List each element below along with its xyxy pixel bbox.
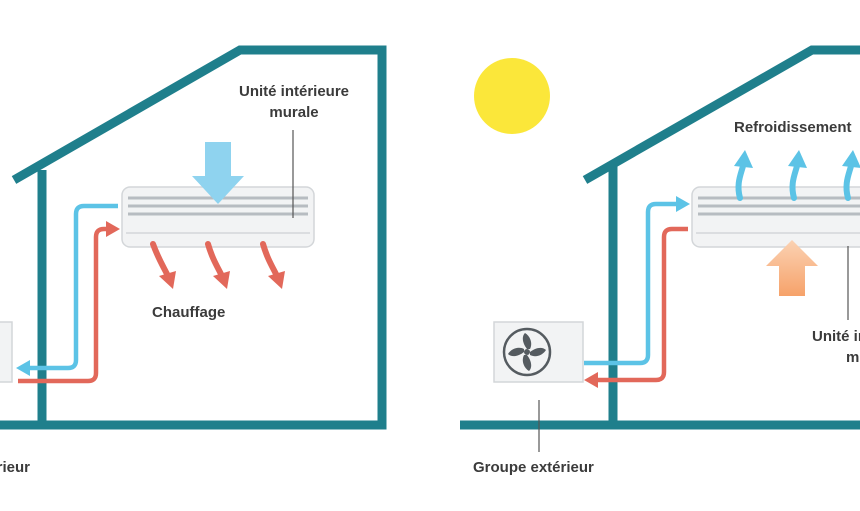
indoor-unit-label-left-line1: Unité intérieure [238, 83, 350, 100]
warm-air-arrowheads [159, 271, 285, 289]
cooling-mode-label: Refroidissement [734, 119, 852, 136]
cold-pipe-arrowhead-right [676, 196, 690, 212]
indoor-unit-label-left-line2: murale [269, 104, 319, 121]
outdoor-unit-label-right: Groupe extérieur [473, 459, 594, 476]
cold-air-intake-arrow [192, 142, 244, 204]
sun-icon [474, 58, 550, 134]
heating-scene [0, 45, 387, 430]
warm-air-arrows [150, 241, 280, 279]
cold-air-arrows [735, 163, 854, 201]
indoor-unit-right [691, 186, 860, 248]
heating-mode-label: Chauffage [152, 304, 226, 321]
cooling-scene [460, 45, 860, 452]
outdoor-unit-left [0, 321, 13, 383]
hot-pipe-left [18, 226, 108, 384]
cold-pipe-left [28, 203, 118, 371]
house-outline-right [582, 45, 860, 184]
cold-pipe-right [584, 201, 678, 366]
cooling-mode-label-wrap: Refroidissement [734, 117, 860, 141]
indoor-unit-label-right-wrap: Unité intérieure murale [808, 326, 860, 372]
hot-pipe-right [596, 226, 688, 383]
hot-pipe-arrowhead-left [106, 221, 120, 237]
hot-pipe-arrowhead-right [584, 372, 598, 388]
outdoor-unit-right [493, 321, 584, 383]
indoor-unit-label-right-line1: Unité intérieure [812, 328, 860, 345]
cold-pipe-arrowhead-left [16, 360, 30, 376]
outdoor-unit-label-left-wrap: Groupe extérieur [0, 457, 60, 481]
indoor-unit-label-left: Unité intérieure murale [222, 81, 366, 123]
fan-icon [502, 327, 552, 377]
cold-air-arrowheads [734, 150, 860, 168]
warm-air-intake-arrow [766, 240, 818, 296]
indoor-unit-label-right-line2: murale [846, 349, 860, 366]
outdoor-unit-label-left: Groupe extérieur [0, 459, 30, 476]
indoor-unit-label-right: Unité intérieure murale [808, 326, 860, 368]
